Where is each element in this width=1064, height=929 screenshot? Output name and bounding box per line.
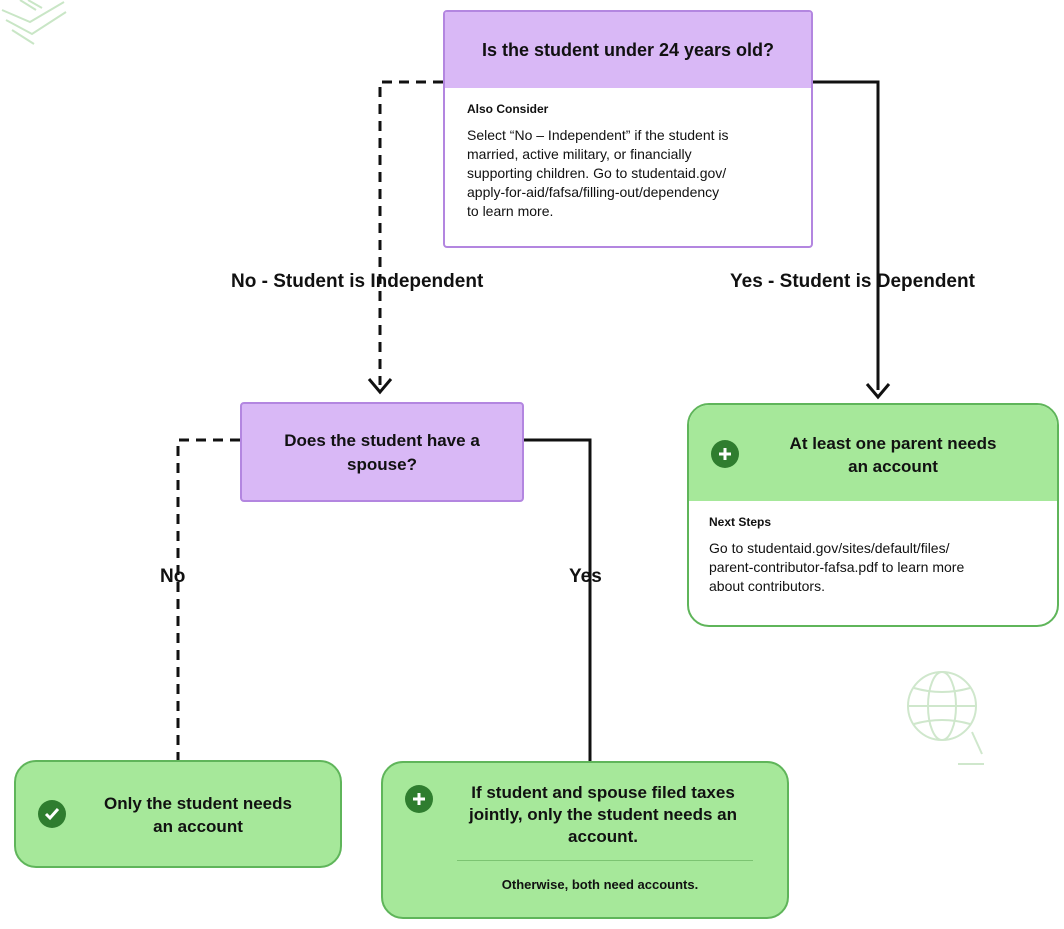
spouse-result-title-line: account. — [568, 827, 638, 846]
also-consider-line: supporting children. Go to studentaid.go… — [467, 165, 727, 181]
next-steps-title: Next Steps — [709, 515, 772, 529]
student-only-result-box: Only the student needs an account — [14, 760, 342, 868]
connector-root-no — [378, 80, 443, 385]
branch-label-yes: Yes — [569, 566, 602, 587]
branch-label-no: No — [160, 566, 186, 587]
book-watermark-icon — [1, 0, 67, 45]
root-question-box: Is the student under 24 years old? Also … — [443, 10, 813, 248]
spouse-result-box: If student and spouse filed taxes jointl… — [381, 761, 789, 919]
plus-circle-icon — [711, 440, 739, 468]
also-consider-line: to learn more. — [467, 203, 554, 219]
student-only-title-line: an account — [153, 817, 243, 836]
next-steps-line: parent-contributor-fafsa.pdf to learn mo… — [709, 559, 965, 575]
student-only-title-line: Only the student needs — [104, 794, 292, 813]
also-consider-line: Select “No – Independent” if the student… — [467, 127, 729, 143]
parent-result-title-line: an account — [848, 457, 938, 476]
next-steps-line: Go to studentaid.gov/sites/default/files… — [709, 540, 950, 556]
spouse-result-otherwise: Otherwise, both need accounts. — [501, 877, 699, 892]
also-consider-line: apply-for-aid/fafsa/filling-out/dependen… — [467, 184, 720, 200]
spouse-result-title-line: jointly, only the student needs an — [469, 805, 737, 824]
spouse-question-line: spouse? — [347, 455, 417, 474]
arrowhead-root-yes — [865, 383, 891, 400]
spouse-result-title: If student and spouse filed taxes jointl… — [383, 763, 787, 848]
next-steps-text: Go to studentaid.gov/sites/default/files… — [709, 539, 1043, 596]
connector-root-yes — [813, 80, 880, 390]
also-consider-line: married, active military, or financially — [467, 146, 692, 162]
spouse-question-line: Does the student have a — [284, 431, 480, 450]
also-consider-text: Select “No – Independent” if the student… — [467, 126, 797, 221]
globe-watermark-icon — [907, 671, 984, 765]
plus-circle-icon — [405, 785, 433, 813]
branch-label-no-independent: No - Student is Independent — [231, 271, 484, 292]
root-question-title: Is the student under 24 years old? — [445, 12, 811, 88]
spouse-question-box: Does the student have a spouse? — [240, 402, 524, 502]
parent-result-title-line: At least one parent needs — [789, 434, 997, 453]
next-steps-line: about contributors. — [709, 578, 825, 594]
spouse-result-title-line: If student and spouse filed taxes — [471, 783, 735, 802]
parent-result-header: At least one parent needs an account — [689, 405, 1057, 501]
connector-spouse-yes — [524, 438, 592, 803]
check-circle-icon — [38, 800, 66, 828]
arrowhead-root-no — [367, 378, 393, 395]
connector-spouse-no — [176, 438, 240, 800]
parent-result-box: At least one parent needs an account Nex… — [687, 403, 1059, 627]
branch-label-yes-dependent: Yes - Student is Dependent — [730, 271, 975, 292]
also-consider-title: Also Consider — [467, 102, 549, 116]
spouse-result-divider — [457, 860, 753, 861]
